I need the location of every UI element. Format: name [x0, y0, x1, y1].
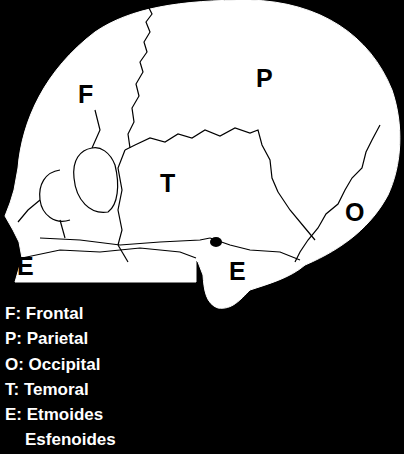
- skull-silhouette: [5, 0, 400, 308]
- ear-canal: [210, 237, 222, 247]
- bone-letter: F: [78, 82, 93, 107]
- bone-letter: T: [160, 171, 175, 196]
- legend-line: P: Parietal: [5, 330, 88, 347]
- bone-letter: O: [345, 200, 364, 225]
- legend-line: O: Occipital: [5, 356, 100, 373]
- legend-line: E: Etmoides: [5, 406, 103, 423]
- legend-line: F: Frontal: [5, 305, 83, 322]
- legend-line: Esfenoides: [25, 431, 116, 448]
- legend-line: T: Temoral: [5, 381, 89, 398]
- suture-lines: [18, 6, 380, 262]
- bone-letter: E: [17, 254, 34, 279]
- bone-letter: E: [229, 259, 246, 284]
- bone-letter: P: [256, 66, 273, 91]
